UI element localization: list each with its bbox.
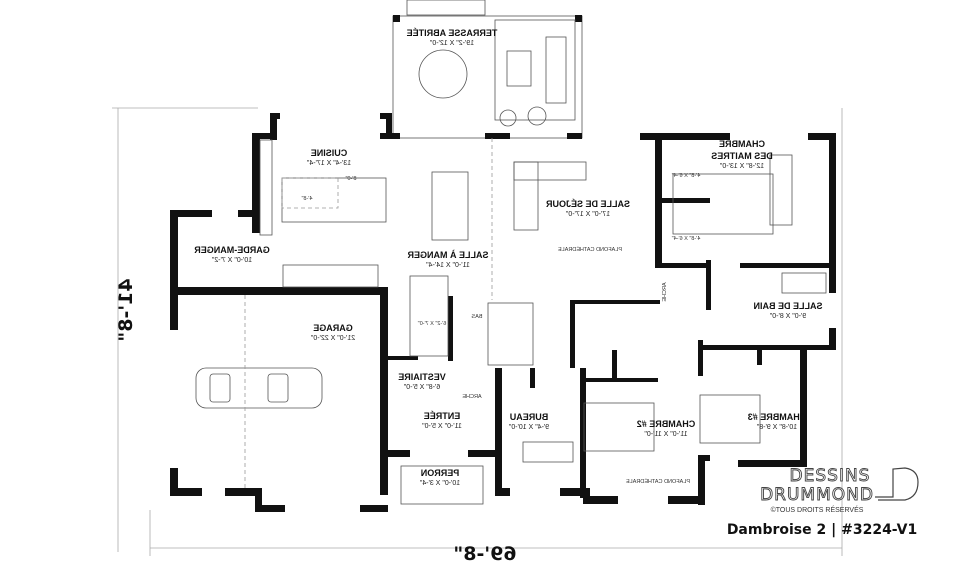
size-sejour: 17'-0" X 17'-0"	[565, 211, 610, 218]
size-garage: 21'-0" X 22'-0"	[310, 335, 355, 342]
logo-line2: DRUMMOND	[760, 485, 874, 505]
dimension-lines	[112, 107, 843, 556]
brand-logo: DESSINS DRUMMOND ©TOUS DROITS RÉSERVÉS D…	[727, 466, 919, 538]
logo-line1: DESSINS	[790, 466, 871, 486]
size-perron: 10'-0" X 3'-4"	[419, 480, 460, 487]
label-perron: PERRON	[421, 468, 460, 478]
label-chambre-maitres-1: CHAMBRE	[719, 139, 765, 149]
label-salle-bain: SALLE DE BAIN	[753, 301, 822, 311]
terrasse	[392, 0, 583, 139]
size-bureau: 9'-4" X 10'-0"	[508, 424, 549, 431]
overall-width: 69'-8"	[453, 543, 516, 565]
label-vestiaire: VESTIAIRE	[398, 372, 446, 382]
size-cuisine: 13'-4" X 17'-4"	[306, 160, 351, 167]
ilot-length: 8'-0"	[345, 176, 356, 182]
note-chambre2: PLAFOND CATHÉDRALE	[626, 478, 690, 485]
logo-mark-icon	[875, 467, 919, 501]
label-entree: ENTRÉE	[424, 411, 461, 421]
stairs-label: BAS	[471, 314, 482, 320]
size-chambre3: 10'-8" X 9'-8"	[756, 424, 797, 431]
size-terrasse: 19'-2" X 12'-0"	[429, 40, 474, 47]
model-name: Dambroise 2 | #3224-V1	[727, 522, 917, 538]
size-vestiaire: 6'-8" X 5'-0"	[403, 384, 440, 391]
ilot-width: 4'-8"	[301, 196, 312, 202]
room-labels: TERRASSE ABRITÉE 19'-2" X 12'-0" CUISINE…	[115, 28, 823, 565]
label-garage: GARAGE	[313, 323, 353, 333]
copyright: ©TOUS DROITS RÉSERVÉS	[771, 505, 864, 514]
note-sejour: PLAFOND CATHÉDRALE	[558, 246, 622, 253]
label-salle-manger: SALLE À MANGER	[407, 250, 489, 260]
label-chambre2: CHAMBRE #2	[637, 419, 696, 429]
label-terrasse: TERRASSE ABRITÉE	[407, 28, 498, 38]
size-salle-manger: 11'-0" X 14'-4"	[426, 262, 470, 269]
size-walkin-1: 4'-8" X 6'-4"	[672, 173, 701, 179]
size-walkin-2: 4'-8" X 6'-4"	[672, 236, 701, 242]
label-bureau: BUREAU	[510, 412, 549, 422]
size-lavage: 6'-2" X 7'-0"	[418, 321, 447, 327]
fixtures	[195, 138, 827, 505]
label-garde-manger: GARDE-MANGER	[194, 245, 270, 255]
label-sejour: SALLE DE SÉJOUR	[545, 199, 630, 209]
size-garde-manger: 10'-0" X 7'-2"	[211, 257, 252, 264]
walls	[170, 113, 836, 512]
size-salle-bain: 9'-0" X 8'-0"	[769, 313, 806, 320]
size-chambre2: 11'-0" X 11'-0"	[644, 431, 688, 438]
size-chambre-maitres: 12'-8" X 13'-0"	[719, 163, 764, 170]
label-cuisine: CUISINE	[311, 148, 348, 158]
arche-hall: ARCHE	[662, 282, 668, 302]
label-chambre3: CHAMBRE #3	[748, 412, 807, 422]
label-chambre-maitres-2: DES MAITRES	[711, 151, 773, 161]
arche-entree: ARCHE	[462, 394, 482, 400]
size-entree: 11'-0" X 5'-0"	[422, 423, 462, 430]
overall-depth: 41'-8"	[115, 278, 137, 341]
